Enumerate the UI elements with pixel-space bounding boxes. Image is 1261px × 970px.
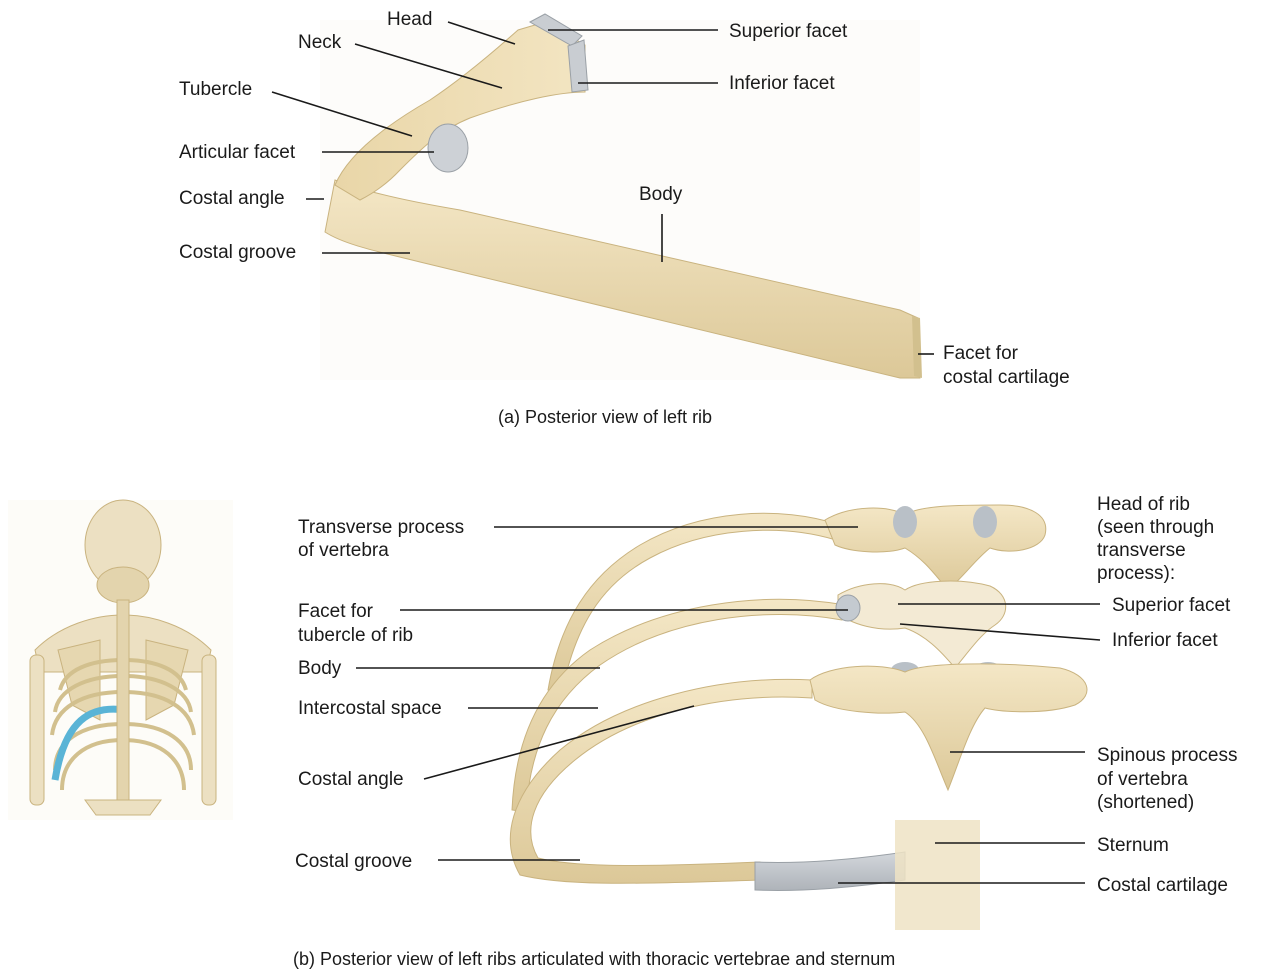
panel-b-ribs	[510, 505, 1087, 930]
vertebra-upper	[825, 505, 1046, 590]
label-b-spinous-process-line2: of vertebra	[1097, 768, 1188, 791]
sternum	[895, 820, 980, 930]
label-a-facet-costal-cartilage-line1: Facet for	[943, 342, 1018, 365]
label-a-superior-facet: Superior facet	[729, 20, 847, 43]
label-a-head: Head	[387, 8, 432, 31]
caption-panel-b: (b) Posterior view of left ribs articula…	[293, 948, 895, 970]
label-b-transverse-process-line2: of vertebra	[298, 539, 389, 562]
label-b-intercostal-space: Intercostal space	[298, 697, 442, 720]
vertebra-lower	[810, 664, 1087, 790]
label-b-facet-tubercle-line1: Facet for	[298, 600, 373, 623]
label-b-costal-angle: Costal angle	[298, 768, 404, 791]
rib-a-articular-facet	[428, 124, 468, 172]
label-b-transverse-process-line1: Transverse process	[298, 516, 464, 539]
skeleton-thumbnail	[8, 500, 233, 820]
label-a-costal-angle: Costal angle	[179, 187, 285, 210]
label-a-articular-facet: Articular facet	[179, 141, 295, 164]
label-a-neck: Neck	[298, 31, 341, 54]
costal-cartilage	[755, 852, 905, 891]
label-a-facet-costal-cartilage-line2: costal cartilage	[943, 366, 1070, 389]
label-b-sternum: Sternum	[1097, 834, 1169, 857]
label-b-costal-groove: Costal groove	[295, 850, 412, 873]
label-b-head-of-rib-line4: process):	[1097, 562, 1175, 585]
label-b-spinous-process-line3: (shortened)	[1097, 791, 1194, 814]
label-b-superior-facet: Superior facet	[1112, 594, 1230, 617]
label-b-head-of-rib-line2: (seen through	[1097, 516, 1214, 539]
label-b-body: Body	[298, 657, 341, 680]
vertebra-middle-facet	[836, 595, 860, 621]
label-b-facet-tubercle-line2: tubercle of rib	[298, 624, 413, 647]
label-b-inferior-facet: Inferior facet	[1112, 629, 1218, 652]
label-b-costal-cartilage: Costal cartilage	[1097, 874, 1228, 897]
label-b-head-of-rib-line1: Head of rib	[1097, 493, 1190, 516]
label-a-tubercle: Tubercle	[179, 78, 252, 101]
rib-a-inferior-facet	[568, 40, 588, 92]
caption-panel-a: (a) Posterior view of left rib	[498, 406, 712, 428]
label-b-head-of-rib-line3: transverse	[1097, 539, 1186, 562]
label-a-body: Body	[639, 183, 682, 206]
panel-a-rib	[320, 14, 922, 380]
label-b-spinous-process-line1: Spinous process	[1097, 744, 1237, 767]
label-a-costal-groove: Costal groove	[179, 241, 296, 264]
label-a-inferior-facet: Inferior facet	[729, 72, 835, 95]
